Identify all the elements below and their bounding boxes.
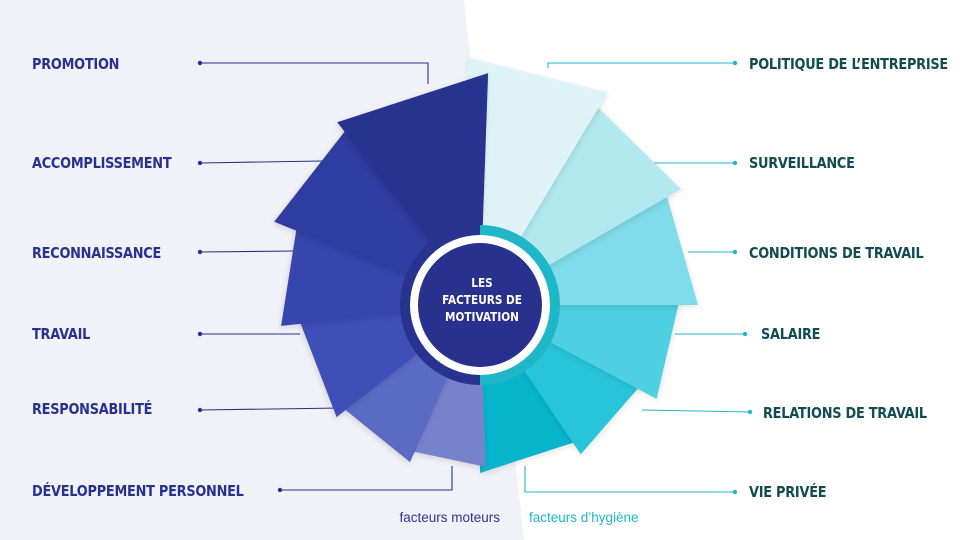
leader-promotion — [200, 62, 429, 84]
leader-promotion-dot — [197, 60, 203, 66]
label-reconnaissance: RECONNAISSANCE — [32, 244, 162, 262]
leader-politique-dot — [732, 60, 738, 66]
leader-travail-dot — [197, 331, 203, 337]
legend-motor: facteurs moteurs — [399, 510, 500, 525]
leader-reconnaissance — [199, 250, 295, 253]
label-responsabilite: RESPONSABILITÉ — [32, 400, 153, 418]
leader-responsabilite — [199, 407, 344, 411]
leader-reconnaissance-dot — [197, 249, 203, 255]
leader-surveillance-dot — [732, 160, 738, 166]
label-vie-privee: VIE PRIVÉE — [749, 483, 827, 501]
label-conditions-de-travail: CONDITIONS DE TRAVAIL — [749, 244, 924, 262]
label-promotion: PROMOTION — [32, 55, 120, 73]
label-salaire: SALAIRE — [761, 325, 821, 343]
label-accomplissement: ACCOMPLISSEMENT — [32, 154, 172, 172]
leader-vie-privee-dot — [732, 489, 738, 495]
leader-salaire-dot — [742, 331, 748, 337]
leader-accomplissement — [199, 160, 323, 164]
center-title-line: MOTIVATION — [445, 309, 519, 324]
leader-developpement-dot — [277, 487, 283, 493]
leader-accomplissement-dot — [197, 160, 203, 166]
leader-vie-privee — [524, 466, 735, 493]
label-politique-entreprise: POLITIQUE DE L’ENTREPRISE — [749, 55, 948, 73]
label-travail: TRAVAIL — [32, 325, 91, 343]
leader-conditions-dot — [732, 249, 738, 255]
center-title: LES FACTEURS DE MOTIVATION — [440, 274, 524, 325]
label-surveillance: SURVEILLANCE — [749, 154, 855, 172]
center-title-line: LES — [471, 275, 493, 290]
leader-responsabilite-dot — [197, 407, 203, 413]
center-title-line: FACTEURS DE — [442, 292, 522, 307]
leader-developpement — [280, 466, 453, 491]
leader-relations — [641, 409, 751, 413]
label-developpement-personnel: DÉVELOPPEMENT PERSONNEL — [32, 482, 244, 500]
label-relations-de-travail: RELATIONS DE TRAVAIL — [763, 404, 927, 422]
center-disc — [418, 243, 542, 367]
leader-politique — [547, 62, 735, 68]
legend-hygiene: facteurs d’hygiène — [529, 510, 639, 525]
leader-relations-dot — [747, 409, 753, 415]
